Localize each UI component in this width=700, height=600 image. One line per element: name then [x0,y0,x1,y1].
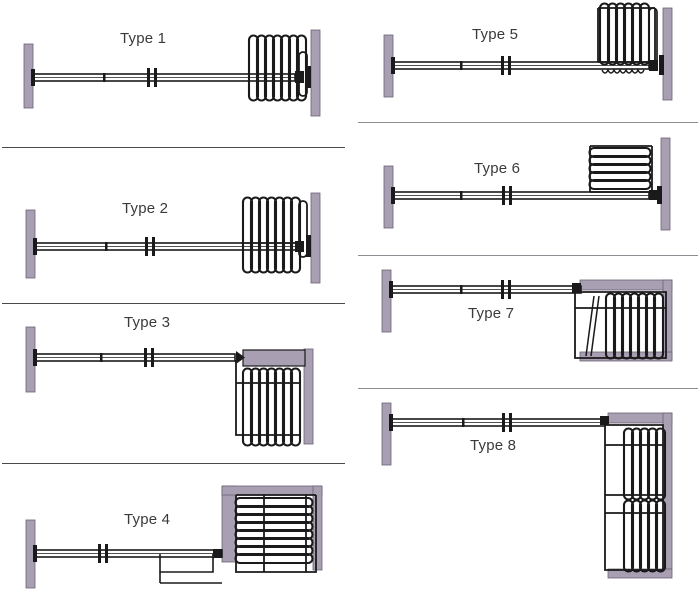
panel-type-8[interactable]: Type 8 [350,395,700,600]
left-anchor-icon [33,349,37,366]
panel-label-type-2: Type 2 [122,200,169,217]
coil-frame [235,494,317,573]
coil-bank [247,34,308,102]
panel-label-type-8: Type 8 [470,437,517,454]
separator-right-3 [358,388,698,389]
panel-label-type-6: Type 6 [474,160,521,177]
expansion-joint-icon [501,56,511,75]
right-wall-icon [310,29,321,117]
drawing-type-5 [383,2,673,101]
expansion-joint-icon [147,68,157,87]
valve-icon [213,549,222,558]
pipe-run [32,73,296,82]
pipe-guide-icon [460,285,463,294]
drawing-type-3 [25,326,314,447]
separator-left-2 [2,303,345,304]
pipe-guide-icon [103,73,106,82]
coil-bank [241,196,302,274]
panel-type-5[interactable]: Type 5 [350,0,700,122]
panel-type-4[interactable]: Type 4 [0,468,350,600]
coil-bank [604,292,665,360]
coil-bank-lower [622,499,667,573]
right-anchor-icon [295,66,311,88]
right-wall-icon [310,192,321,284]
pipe-guide-icon [100,353,103,362]
drawing-type-1 [23,29,321,117]
pipe-run [390,285,582,294]
coil-bank-upper [622,427,667,501]
right-wall-icon [662,7,673,101]
coil-frame [574,291,667,359]
panel-label-type-1: Type 1 [120,30,167,47]
expansion-joint-icon [502,413,512,432]
drawing-type-8 [381,402,673,579]
right-anchor-icon [649,186,662,204]
coil-frame [589,145,653,193]
pipe-guide-icon [462,418,465,427]
panel-type-1[interactable]: Type 1 [0,0,350,147]
valve-icon [600,416,609,425]
drawing-type-4 [25,485,323,589]
bypass-box [159,554,222,584]
right-wall-icon [660,137,671,231]
pipe-run [392,191,650,200]
pipe-run [34,353,236,362]
left-wall-icon [381,402,392,466]
panel-type-6[interactable]: Type 6 [350,128,700,255]
left-anchor-icon [33,545,37,562]
expansion-joint-icon [98,544,108,563]
panel-label-type-4: Type 4 [124,511,171,528]
pipe-guide-icon [460,61,463,70]
coil-bank [234,496,314,565]
panel-type-7[interactable]: Type 7 [350,262,700,388]
drawing-type-2 [25,192,321,284]
coil-bank [588,146,652,191]
left-anchor-icon [31,69,35,86]
plenum-band [242,349,306,367]
diagonal-riser [585,295,600,357]
panel-label-type-3: Type 3 [124,314,171,331]
separator-left-3 [2,463,345,464]
expansion-joint-icon [502,186,512,205]
separator-right-1 [358,122,698,123]
left-anchor-icon [391,187,395,204]
pipe-run [390,418,606,427]
panel-type-3[interactable]: Type 3 [0,305,350,463]
right-wall-icon [303,348,314,445]
panel-type-2[interactable]: Type 2 [0,155,350,303]
expansion-joint-icon [501,280,511,299]
valve-icon [572,283,581,293]
pipe-guide-icon [105,242,108,251]
expansion-joint-icon [144,348,154,367]
expansion-joint-icon [145,237,155,256]
pipe-run [392,61,650,70]
drawing-type-6 [383,137,671,231]
drawing-type-7 [381,269,673,362]
separator-right-2 [358,255,698,256]
lower-serpentine [601,68,645,74]
valve-icon [236,351,245,364]
wall-connector-loop [298,51,308,97]
coil-bank [241,367,302,447]
left-anchor-icon [33,238,37,255]
coil-bank [598,2,651,66]
coil-frame [597,7,656,63]
pipe-run [34,242,297,251]
pipe-guide-icon [460,191,463,200]
panel-label-type-7: Type 7 [468,305,515,322]
left-anchor-icon [391,57,395,74]
left-anchor-icon [389,281,393,298]
pipe-run [34,549,223,558]
separator-left-1 [2,147,345,148]
left-wall-icon [381,269,392,333]
right-anchor-icon [295,235,311,257]
panel-label-type-5: Type 5 [472,26,519,43]
right-anchor-icon [649,55,664,75]
wall-recess [579,279,673,362]
left-anchor-icon [389,414,393,431]
